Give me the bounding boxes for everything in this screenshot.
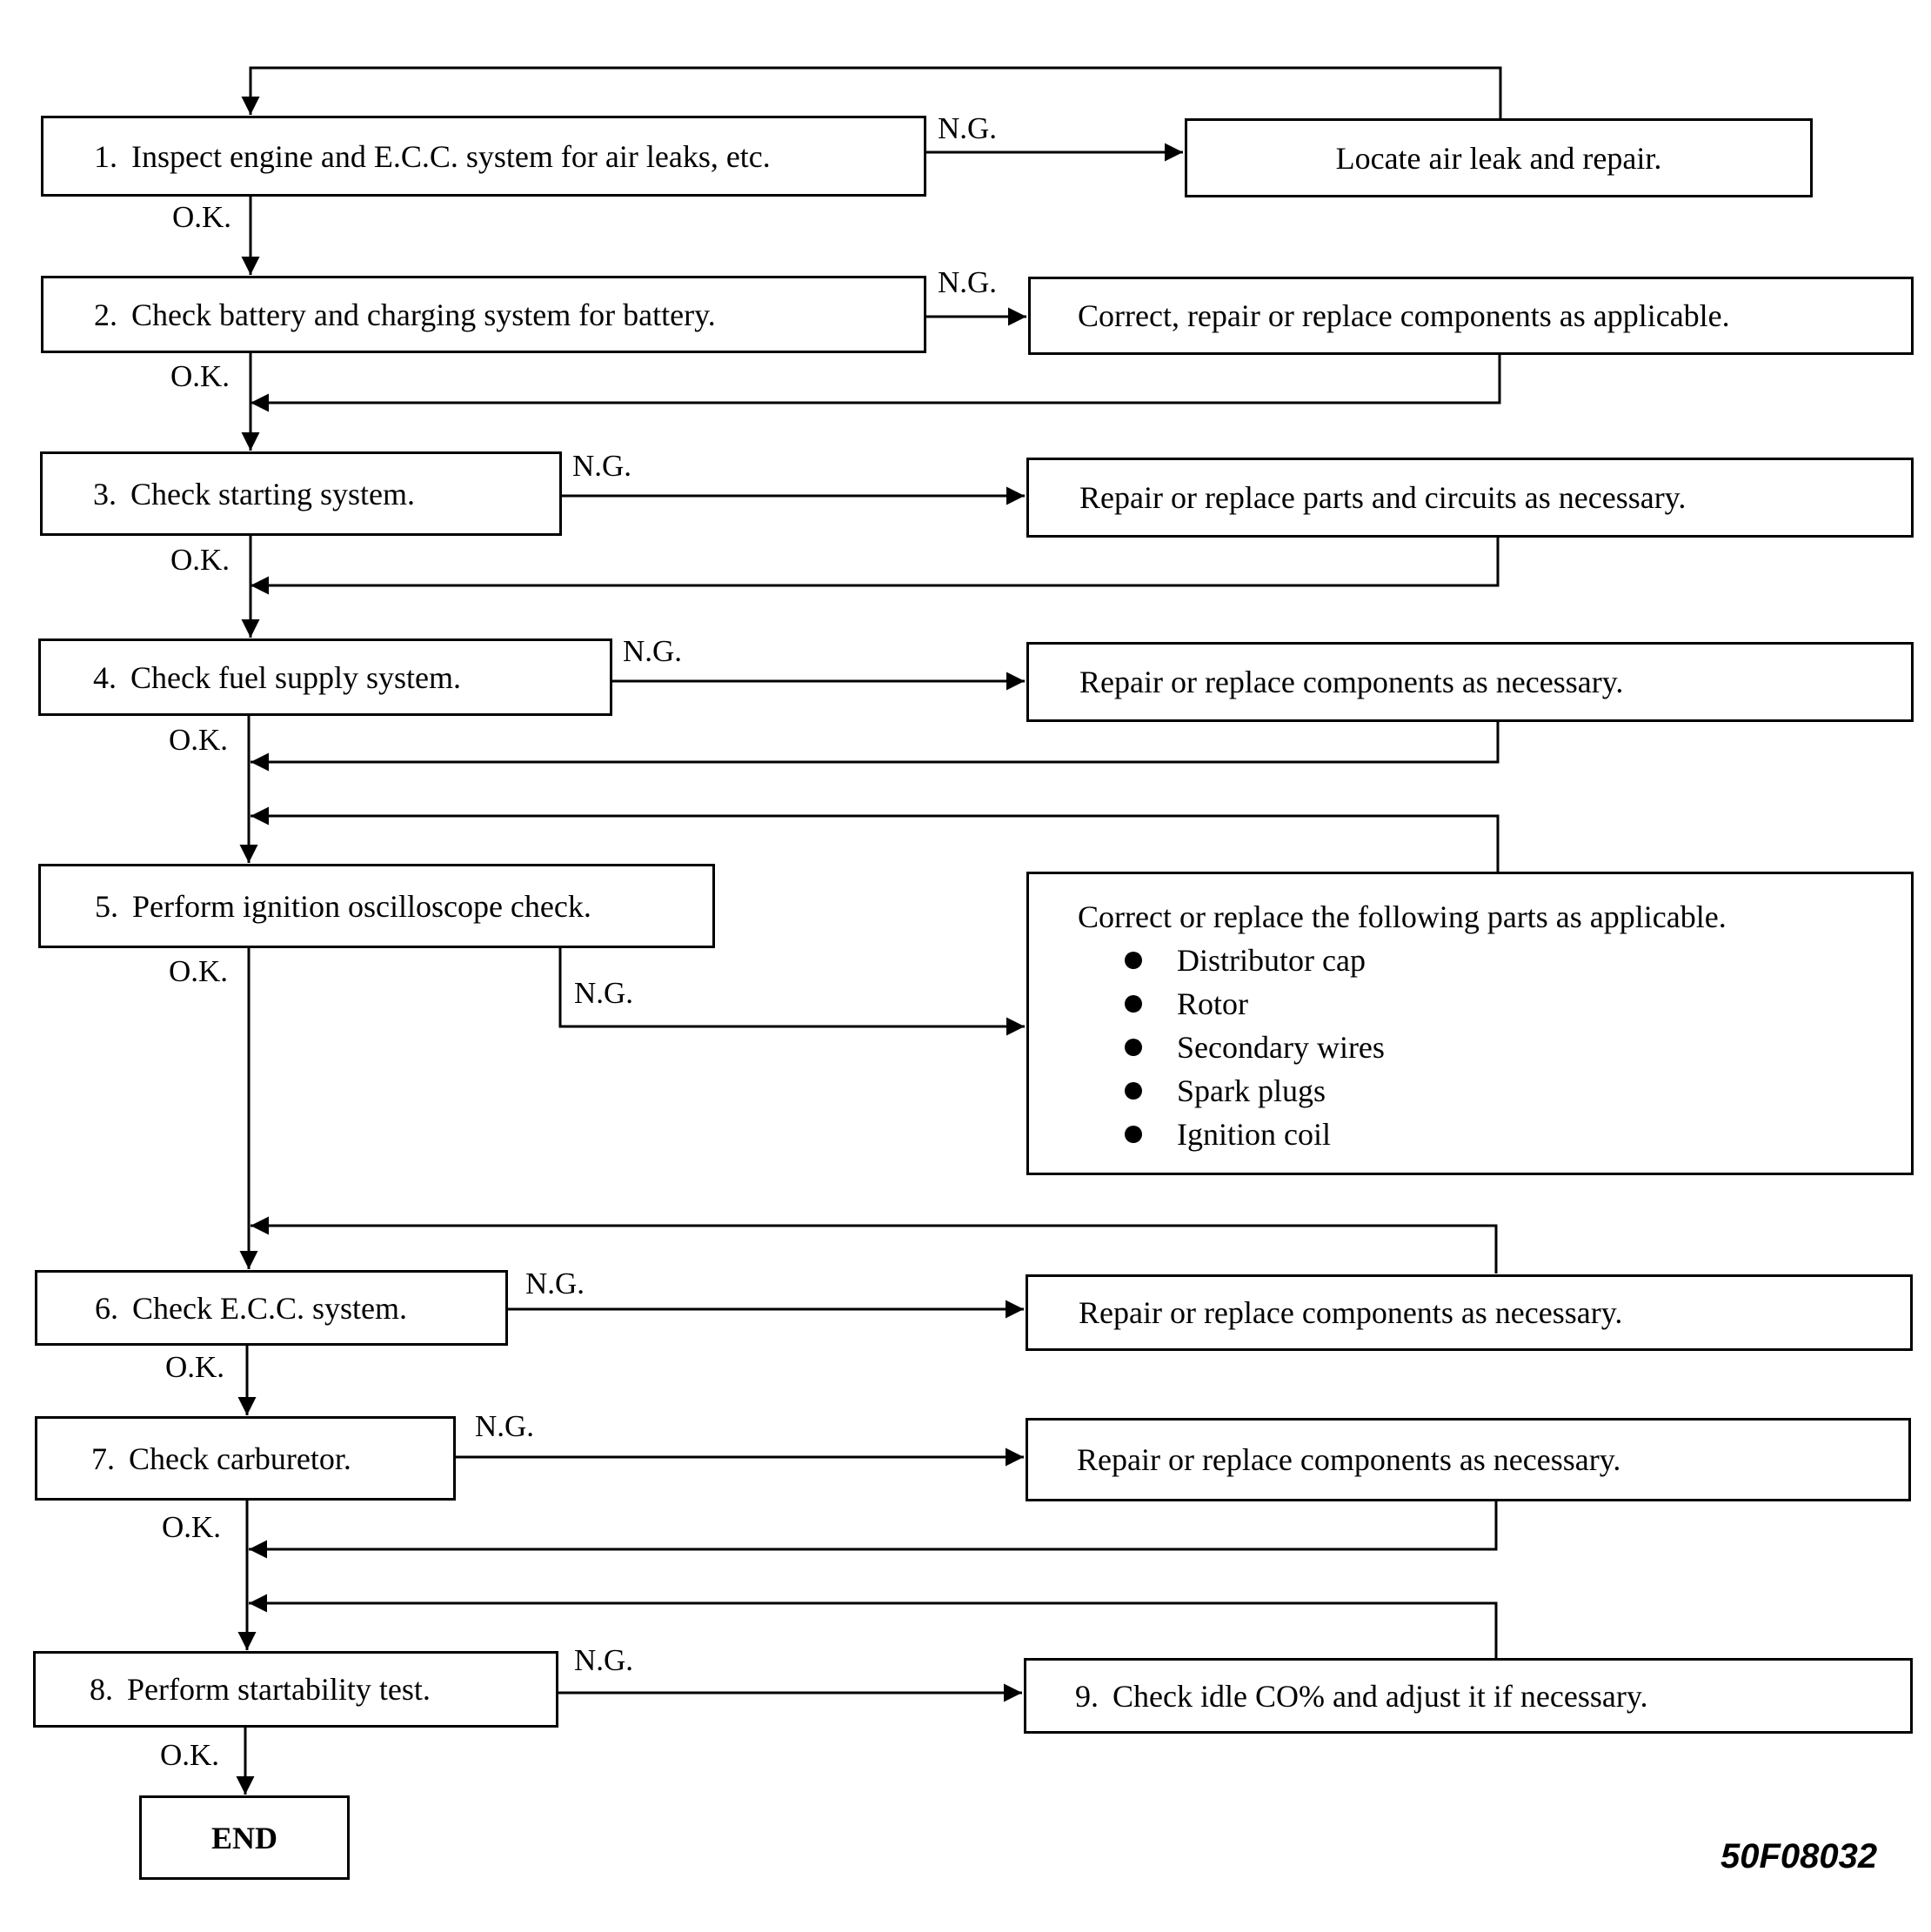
step-2-number: 2. — [94, 297, 117, 332]
step-8-text: Perform startability test. — [127, 1672, 431, 1707]
step-4-box: 4. Check fuel supply system. — [38, 638, 612, 716]
ok-label-8: O.K. — [160, 1738, 220, 1772]
step-6-number: 6. — [95, 1290, 118, 1326]
action-2-text: Correct, repair or replace components as… — [1078, 298, 1730, 333]
action-5-item-4: Spark plugs — [1125, 1073, 1326, 1109]
action-2-box: Correct, repair or replace components as… — [1028, 277, 1914, 355]
action-6-box: Repair or replace components as necessar… — [1026, 1274, 1913, 1351]
bullet-icon — [1125, 1126, 1142, 1143]
action-6-text: Repair or replace components as necessar… — [1079, 1295, 1623, 1330]
ng-label-4: N.G. — [623, 634, 683, 668]
step-7-box: 7. Check carburetor. — [35, 1416, 456, 1501]
step-3-box: 3. Check starting system. — [40, 451, 562, 536]
ok-label-6: O.K. — [165, 1350, 225, 1384]
return-line-6 — [251, 1216, 1498, 1274]
step-5-text: Perform ignition oscilloscope check. — [132, 888, 591, 924]
action-5-item-2-text: Rotor — [1177, 986, 1249, 1021]
ng-label-6: N.G. — [525, 1267, 585, 1300]
action-4-box: Repair or replace components as necessar… — [1026, 642, 1914, 722]
return-line-2 — [251, 354, 1501, 412]
action-5-text: Correct or replace the following parts a… — [1078, 899, 1727, 934]
return-line-5 — [251, 806, 1500, 872]
step-4-text: Check fuel supply system. — [130, 659, 461, 695]
ng-label-8: N.G. — [574, 1643, 634, 1677]
ng-label-3: N.G. — [572, 449, 632, 483]
action-1-box: Locate air leak and repair. — [1185, 118, 1813, 197]
bullet-icon — [1125, 1039, 1142, 1056]
ng-label-1: N.G. — [938, 111, 998, 145]
action-1-text: Locate air leak and repair. — [1335, 140, 1662, 176]
ok-label-4: O.K. — [169, 723, 229, 757]
action-8-number: 9. — [1075, 1678, 1099, 1714]
step-4-number: 4. — [93, 659, 117, 695]
action-5-box: Correct or replace the following parts a… — [1026, 872, 1914, 1175]
action-8-text: Check idle CO% and adjust it if necessar… — [1112, 1678, 1648, 1714]
loop-line-1 — [241, 66, 1502, 118]
action-5-item-5: Ignition coil — [1125, 1116, 1331, 1153]
step-1-text: Inspect engine and E.C.C. system for air… — [131, 138, 771, 174]
figure-code: 50F08032 — [1721, 1837, 1878, 1875]
action-5-item-3: Secondary wires — [1125, 1029, 1385, 1066]
ng-label-7: N.G. — [475, 1409, 535, 1443]
step-2-box: 2. Check battery and charging system for… — [41, 276, 926, 353]
step-8-box: 8. Perform startability test. — [33, 1651, 558, 1728]
action-7-box: Repair or replace components as necessar… — [1026, 1418, 1911, 1501]
step-5-box: 5. Perform ignition oscilloscope check. — [38, 864, 715, 948]
ok-label-1: O.K. — [172, 200, 232, 234]
action-5-item-3-text: Secondary wires — [1177, 1030, 1385, 1065]
step-3-text: Check starting system. — [130, 476, 415, 511]
action-7-text: Repair or replace components as necessar… — [1077, 1442, 1621, 1477]
step-1-box: 1. Inspect engine and E.C.C. system for … — [41, 116, 926, 197]
step-7-text: Check carburetor. — [129, 1441, 351, 1476]
bullet-icon — [1125, 952, 1142, 969]
bullet-icon — [1125, 1082, 1142, 1100]
end-box: END — [139, 1795, 350, 1880]
action-3-box: Repair or replace parts and circuits as … — [1026, 458, 1914, 538]
ng-label-2: N.G. — [938, 265, 998, 299]
ok-label-7: O.K. — [162, 1510, 222, 1544]
action-4-text: Repair or replace components as necessar… — [1079, 665, 1624, 699]
step-7-number: 7. — [91, 1441, 115, 1476]
action-5-item-2: Rotor — [1125, 986, 1248, 1022]
action-8-box: 9. Check idle CO% and adjust it if neces… — [1024, 1658, 1913, 1734]
step-6-box: 6. Check E.C.C. system. — [35, 1270, 508, 1346]
step-5-number: 5. — [95, 888, 118, 924]
return-line-7 — [249, 1501, 1498, 1559]
ok-label-3: O.K. — [170, 543, 231, 577]
step-8-number: 8. — [90, 1672, 113, 1707]
action-5-item-4-text: Spark plugs — [1177, 1073, 1326, 1108]
step-1-number: 1. — [94, 138, 117, 174]
ok-label-2: O.K. — [170, 359, 231, 393]
return-line-3 — [251, 537, 1500, 595]
step-6-text: Check E.C.C. system. — [132, 1290, 407, 1326]
ng-label-5: N.G. — [574, 976, 634, 1010]
action-5-item-1-text: Distributor cap — [1177, 943, 1366, 978]
end-label: END — [210, 1820, 277, 1855]
action-3-text: Repair or replace parts and circuits as … — [1079, 480, 1687, 515]
bullet-icon — [1125, 995, 1142, 1013]
ng-arrow-5 — [558, 946, 1025, 1036]
ok-label-5: O.K. — [169, 954, 229, 988]
step-3-number: 3. — [93, 476, 117, 511]
action-5-item-1: Distributor cap — [1125, 942, 1366, 979]
step-2-text: Check battery and charging system for ba… — [131, 297, 716, 332]
action-5-item-5-text: Ignition coil — [1177, 1117, 1331, 1152]
return-line-4 — [251, 721, 1500, 772]
return-line-8 — [249, 1594, 1498, 1658]
